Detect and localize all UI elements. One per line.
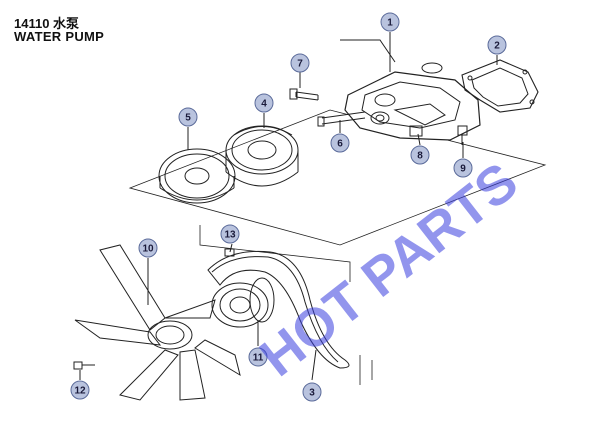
callout-bubble	[302, 382, 322, 402]
callout-3: 3	[302, 382, 322, 402]
callout-2: 2	[487, 35, 507, 55]
fan-clutch-11	[211, 277, 275, 328]
callout-13: 13	[220, 224, 240, 244]
callout-number: 10	[142, 244, 154, 255]
callout-number: 13	[224, 230, 236, 241]
callout-8: 8	[410, 145, 430, 165]
nut-8	[409, 125, 423, 137]
callout-number: 8	[417, 151, 423, 162]
watermark: HOT PARTS	[249, 151, 529, 388]
callout-6: 6	[330, 133, 350, 153]
assembly-frame-lower	[199, 225, 351, 282]
callout-bubble	[220, 224, 240, 244]
callout-bubble	[138, 238, 158, 258]
callout-bubble	[410, 145, 430, 165]
callout-number: 6	[337, 139, 343, 150]
callout-bubble	[248, 347, 268, 367]
water-pump-body	[340, 39, 481, 141]
callout-number: 4	[261, 99, 267, 110]
callout-bubble	[453, 158, 473, 178]
water-pump-gasket	[461, 59, 539, 113]
callout-1: 1	[380, 12, 400, 32]
callout-number: 1	[387, 18, 393, 29]
fan-pulley-5	[158, 148, 236, 204]
callout-11: 11	[248, 347, 268, 367]
callout-number: 5	[185, 113, 191, 124]
nut-13	[224, 248, 235, 257]
callout-10: 10	[138, 238, 158, 258]
callout-number: 12	[74, 386, 86, 397]
water-pump-pulley-4	[225, 125, 299, 187]
assembly-frame-upper	[128, 109, 547, 246]
callout-4: 4	[254, 93, 274, 113]
callout-number: 9	[460, 164, 466, 175]
callout-bubble	[380, 12, 400, 32]
callout-12: 12	[70, 380, 90, 400]
callout-bubble	[254, 93, 274, 113]
callout-bubble	[330, 133, 350, 153]
bolt-7	[289, 88, 319, 101]
bolt-12	[73, 361, 95, 370]
v-belt-3	[207, 250, 350, 369]
callout-number: 3	[309, 388, 315, 399]
callout-bubble	[178, 107, 198, 127]
pump-o-ring	[421, 62, 443, 74]
callout-number: 7	[297, 59, 303, 70]
diagram-code: 14110 水泵	[14, 16, 80, 31]
callout-number: 11	[253, 353, 264, 364]
callout-7: 7	[290, 53, 310, 73]
diagram-title: WATER PUMP	[14, 29, 105, 44]
callout-number: 2	[494, 41, 500, 52]
callout-9: 9	[453, 158, 473, 178]
callout-bubble	[290, 53, 310, 73]
stud-bolt-6	[317, 111, 366, 127]
callout-bubble	[70, 380, 90, 400]
cooling-fan-10	[74, 244, 241, 401]
bolt-9	[457, 125, 468, 145]
callout-5: 5	[178, 107, 198, 127]
callout-bubble	[487, 35, 507, 55]
